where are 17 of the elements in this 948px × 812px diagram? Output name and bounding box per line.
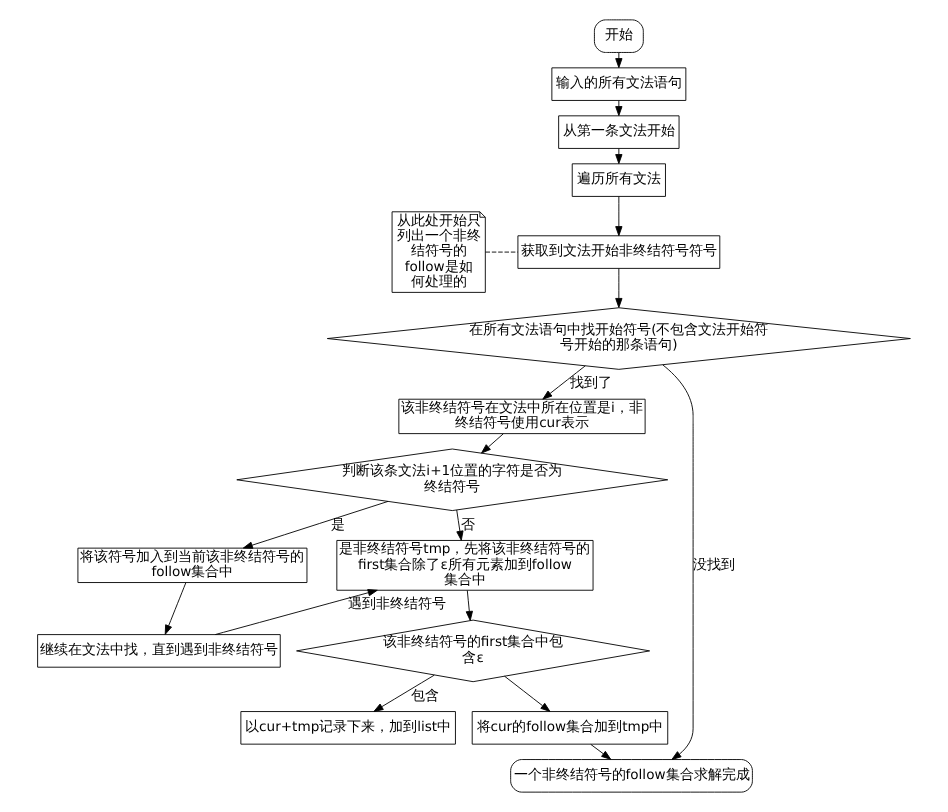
arrow: [615, 196, 623, 237]
arrow: [456, 509, 464, 541]
arrow: [615, 100, 623, 117]
arrow: [465, 590, 473, 621]
arrow: [590, 743, 612, 760]
connector: [485, 251, 519, 253]
arrow: [481, 433, 504, 454]
arrow: [214, 589, 378, 636]
arrow: [373, 674, 435, 712]
arrow: [164, 582, 187, 635]
arrow: [662, 364, 694, 760]
arrow: [242, 500, 389, 549]
arrow: [615, 148, 623, 165]
arrow: [542, 365, 586, 400]
arrow: [504, 675, 551, 712]
arrow: [615, 52, 623, 69]
arrow: [615, 268, 623, 308]
